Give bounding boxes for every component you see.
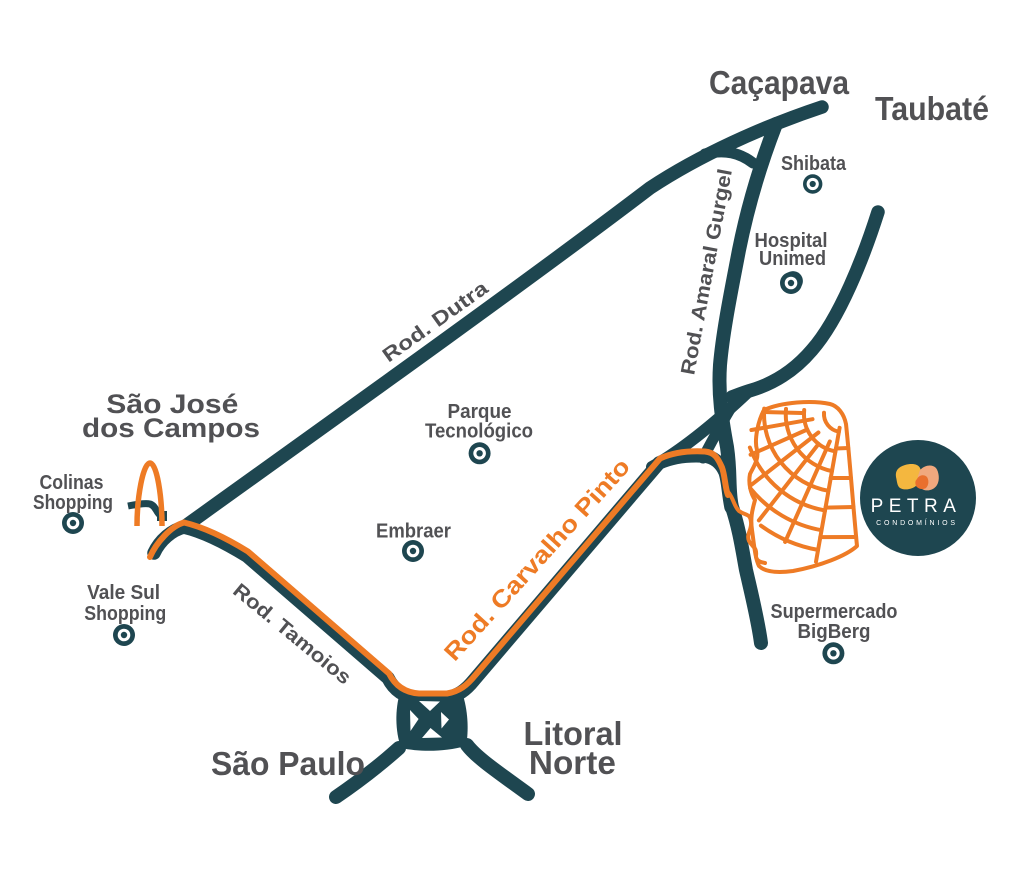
svg-text:PETRA: PETRA: [871, 496, 962, 517]
svg-text:Shopping: Shopping: [33, 492, 113, 514]
svg-text:Litoral: Litoral: [524, 715, 623, 752]
svg-text:Tecnológico: Tecnológico: [425, 421, 533, 443]
svg-text:dos Campos: dos Campos: [82, 413, 260, 443]
svg-text:Caçapava: Caçapava: [709, 64, 850, 101]
svg-text:Unimed: Unimed: [759, 248, 826, 270]
svg-text:Embraer: Embraer: [376, 521, 451, 543]
svg-text:BigBerg: BigBerg: [798, 621, 871, 643]
svg-text:CONDOMÍNIOS: CONDOMÍNIOS: [876, 518, 958, 527]
svg-text:Vale Sul: Vale Sul: [87, 582, 160, 604]
svg-text:São Paulo: São Paulo: [211, 745, 365, 782]
svg-text:Hospital: Hospital: [755, 230, 828, 252]
svg-text:São José: São José: [106, 389, 238, 419]
svg-text:Supermercado: Supermercado: [771, 601, 898, 623]
svg-text:Colinas: Colinas: [40, 472, 104, 494]
svg-text:Shopping: Shopping: [84, 603, 166, 625]
svg-text:Taubaté: Taubaté: [875, 90, 989, 127]
svg-text:Shibata: Shibata: [781, 153, 847, 175]
svg-text:Parque: Parque: [448, 401, 512, 423]
svg-text:Norte: Norte: [529, 744, 616, 781]
